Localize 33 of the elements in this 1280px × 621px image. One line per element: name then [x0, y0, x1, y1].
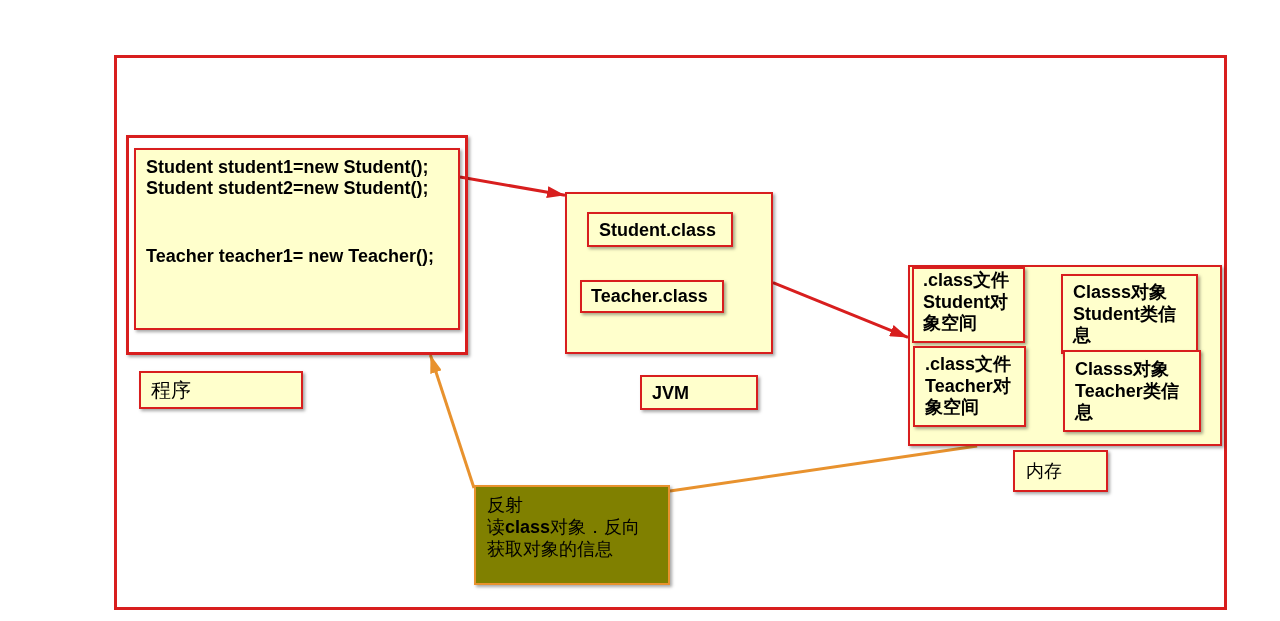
code-box — [134, 148, 460, 330]
object-text: .class文件 Teacher对象空间 — [925, 354, 1013, 419]
arrow — [459, 175, 566, 199]
note-box — [474, 485, 670, 585]
jvm-frame — [565, 192, 773, 354]
object-text: Classs对象 Student类信息 — [1073, 282, 1177, 347]
caption-text: 内存 — [1026, 460, 1062, 482]
program-frame — [126, 135, 468, 355]
memory-object-box — [913, 346, 1026, 427]
caption-box — [640, 375, 758, 410]
caption-text: JVM — [652, 382, 689, 404]
memory-object-box — [1061, 274, 1198, 354]
code-line: Teacher teacher1= new Teacher(); — [146, 246, 434, 267]
object-text: .class文件 Student对象空间 — [923, 270, 1011, 335]
class-name: Student.class — [599, 219, 717, 241]
note-title: 反射 — [487, 494, 524, 516]
code-line: Student student2=new Student(); — [146, 178, 429, 199]
note-text: 读class对象．反向获取对象的信息 — [487, 516, 642, 560]
outer-frame — [114, 55, 1227, 610]
class-box — [587, 212, 733, 247]
object-text: Classs对象 Teacher类信息 — [1075, 359, 1180, 424]
caption-text: 程序 — [151, 378, 191, 402]
memory-frame — [908, 265, 1222, 446]
connector-line — [669, 444, 978, 493]
code-line: Student student1=new Student(); — [146, 157, 429, 178]
class-name: Teacher.class — [591, 285, 708, 307]
caption-box — [1013, 450, 1108, 492]
class-box — [580, 280, 724, 313]
arrow — [772, 281, 909, 339]
arrow — [428, 354, 476, 489]
caption-box — [139, 371, 303, 409]
memory-object-box — [912, 267, 1025, 343]
memory-object-box — [1063, 350, 1201, 432]
